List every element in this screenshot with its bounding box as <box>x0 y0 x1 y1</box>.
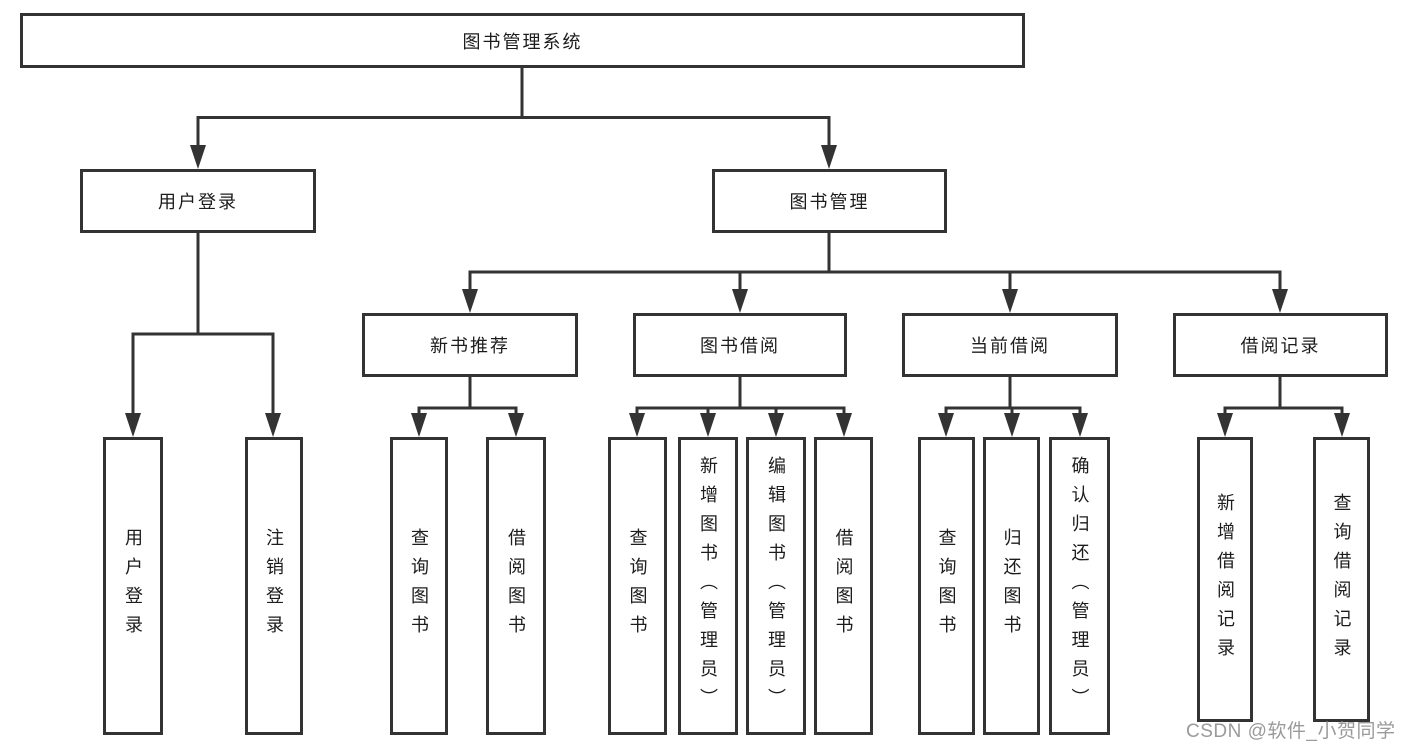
leaf-query-books-newbook: 查询图书 <box>390 437 448 735</box>
leaf-user-login: 用户登录 <box>103 437 163 735</box>
node-book-management: 图书管理 <box>712 169 947 233</box>
leaf-borrow-books-newbook: 借阅图书 <box>486 437 546 735</box>
node-library-system: 图书管理系统 <box>20 13 1025 68</box>
node-borrowing-records: 借阅记录 <box>1173 313 1388 377</box>
leaf-logout-login: 注销登录 <box>245 437 303 735</box>
node-new-book-recommend: 新书推荐 <box>362 313 578 377</box>
node-book-borrowing: 图书借阅 <box>633 313 847 377</box>
leaf-add-borrow-record: 新增借阅记录 <box>1197 437 1253 722</box>
leaf-query-books-borrowing: 查询图书 <box>608 437 667 735</box>
csdn-watermark: CSDN @软件_小贺同学 <box>1186 721 1396 742</box>
leaf-return-books: 归还图书 <box>983 437 1040 735</box>
leaf-borrow-books: 借阅图书 <box>814 437 873 735</box>
leaf-edit-books-admin: 编辑图书（管理员） <box>746 437 806 735</box>
leaf-confirm-return-admin: 确认归还（管理员） <box>1049 437 1110 735</box>
node-user-login: 用户登录 <box>80 169 316 233</box>
leaf-query-borrow-record: 查询借阅记录 <box>1313 437 1370 722</box>
leaf-query-books-current: 查询图书 <box>918 437 975 735</box>
leaf-add-books-admin: 新增图书（管理员） <box>678 437 738 735</box>
node-current-borrowing: 当前借阅 <box>902 313 1118 377</box>
